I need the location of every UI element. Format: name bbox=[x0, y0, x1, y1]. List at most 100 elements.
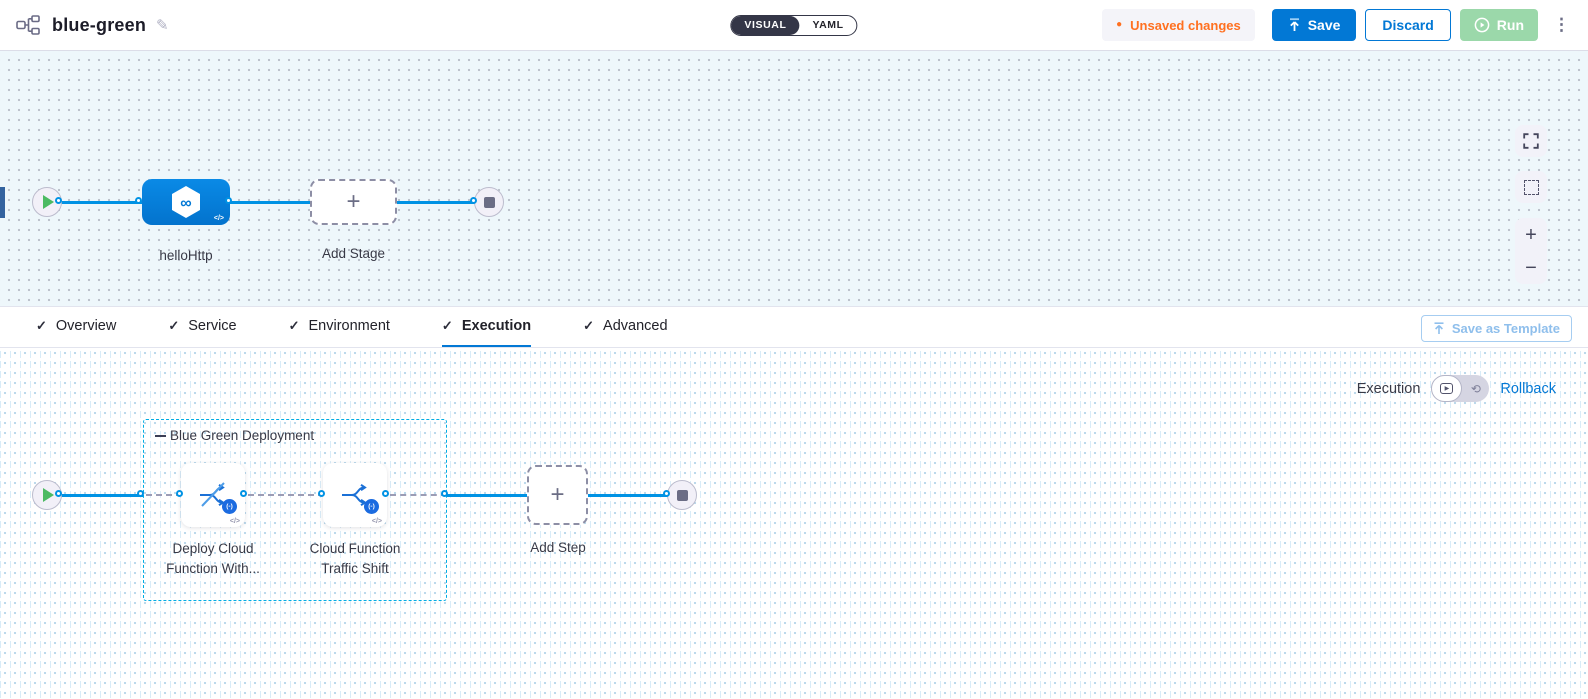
exec-wire bbox=[47, 494, 143, 497]
marquee-select-icon bbox=[1523, 179, 1539, 195]
execution-rollback-toggle[interactable]: ▶ ⟲ bbox=[1431, 375, 1490, 402]
stage-wire bbox=[47, 201, 476, 204]
execution-canvas[interactable]: Execution ▶ ⟲ Rollback Blue Green Deploy… bbox=[0, 348, 1588, 699]
plus-icon: + bbox=[346, 188, 361, 215]
stop-icon bbox=[676, 489, 688, 501]
port bbox=[470, 196, 477, 204]
more-options-icon[interactable]: ⋮ bbox=[1553, 15, 1570, 34]
tab-label: Environment bbox=[308, 318, 390, 334]
toggle-yaml[interactable]: YAML bbox=[812, 19, 844, 31]
add-stage-button[interactable]: + bbox=[310, 179, 397, 225]
toggle-execution-segment[interactable]: ▶ bbox=[1431, 375, 1463, 402]
exec-wire-dashed bbox=[248, 494, 324, 496]
execution-end-node bbox=[667, 480, 697, 510]
run-button[interactable]: Run bbox=[1459, 9, 1538, 41]
zoom-in-button[interactable]: + bbox=[1525, 223, 1537, 246]
save-as-template-label: Save as Template bbox=[1451, 321, 1560, 336]
pipeline-icon bbox=[16, 14, 42, 36]
step-card-deploy-cloud-function[interactable]: (-) </> bbox=[181, 463, 245, 527]
port bbox=[137, 489, 144, 497]
toggle-rollback-segment[interactable]: ⟲ bbox=[1462, 382, 1489, 396]
tab-environment[interactable]: ✓ Environment bbox=[289, 307, 390, 347]
add-step-label: Add Step bbox=[530, 540, 586, 555]
port bbox=[55, 196, 62, 204]
cloud-functions-badge-icon: (-) bbox=[364, 499, 379, 514]
port bbox=[318, 489, 325, 497]
step-label: Cloud Function Traffic Shift bbox=[288, 539, 422, 579]
rollback-arrow-icon: ⟲ bbox=[1470, 381, 1481, 396]
step-group-blue-green[interactable]: Blue Green Deployment bbox=[143, 419, 447, 601]
step-label-line1: Cloud Function bbox=[309, 541, 401, 556]
start-play-icon bbox=[43, 195, 54, 209]
stage-tabbar: ✓ Overview ✓ Service ✓ Environment ✓ Exe… bbox=[0, 306, 1588, 348]
port bbox=[135, 196, 142, 204]
fullscreen-button[interactable] bbox=[1515, 125, 1547, 157]
rollback-link[interactable]: Rollback bbox=[1500, 380, 1556, 397]
unsaved-changes-label: Unsaved changes bbox=[1130, 17, 1241, 33]
check-icon: ✓ bbox=[36, 318, 47, 333]
execution-mode-row: Execution ▶ ⟲ Rollback bbox=[1357, 375, 1556, 402]
tab-advanced[interactable]: ✓ Advanced bbox=[583, 307, 667, 347]
stage-canvas[interactable]: ∞ </> helloHttp + Add Stage + − bbox=[0, 51, 1588, 306]
code-icon: </> bbox=[229, 518, 240, 525]
upload-icon bbox=[1434, 322, 1444, 334]
zoom-controls: + − bbox=[1515, 218, 1547, 284]
add-step-button[interactable]: + bbox=[527, 465, 588, 525]
unsaved-dot-icon: ● bbox=[1116, 19, 1123, 30]
offscreen-node-strip bbox=[0, 187, 5, 218]
tab-label: Overview bbox=[55, 318, 117, 334]
port bbox=[441, 489, 448, 497]
port bbox=[382, 489, 389, 497]
visual-yaml-toggle: VISUAL YAML bbox=[730, 14, 858, 36]
execution-mode-label: Execution bbox=[1356, 380, 1421, 397]
run-play-icon bbox=[1474, 17, 1490, 33]
code-icon: </> bbox=[371, 518, 382, 525]
stage-card-hellohttp[interactable]: ∞ </> bbox=[142, 179, 230, 225]
fullscreen-icon bbox=[1523, 133, 1539, 149]
discard-button[interactable]: Discard bbox=[1365, 9, 1451, 41]
page-title: blue-green bbox=[52, 14, 147, 35]
tab-label: Advanced bbox=[603, 318, 668, 334]
tab-service[interactable]: ✓ Service bbox=[168, 307, 236, 347]
header-actions: ● Unsaved changes Save Discard Run bbox=[1102, 9, 1576, 41]
check-icon: ✓ bbox=[168, 318, 180, 333]
port bbox=[240, 489, 247, 497]
header: blue-green ✎ VISUAL YAML ● Unsaved chang… bbox=[0, 0, 1588, 51]
check-icon: ✓ bbox=[441, 318, 453, 333]
save-as-template-button[interactable]: Save as Template bbox=[1420, 315, 1572, 342]
tab-execution[interactable]: ✓ Execution bbox=[441, 307, 532, 347]
cloud-functions-badge-icon: (-) bbox=[222, 499, 237, 514]
step-label-line2: Function With... bbox=[166, 561, 260, 576]
discard-label: Discard bbox=[1382, 17, 1434, 33]
port bbox=[176, 489, 183, 497]
execution-phase-icon: ▶ bbox=[1440, 383, 1454, 394]
edit-pipeline-name-icon[interactable]: ✎ bbox=[156, 17, 169, 34]
unsaved-changes-badge: ● Unsaved changes bbox=[1102, 9, 1255, 41]
exec-wire-dashed bbox=[146, 494, 182, 496]
stop-icon bbox=[483, 196, 495, 208]
step-group-label-row: Blue Green Deployment bbox=[155, 428, 314, 443]
port bbox=[55, 489, 62, 497]
save-button[interactable]: Save bbox=[1271, 9, 1357, 41]
start-play-icon bbox=[43, 488, 54, 502]
toggle-visual[interactable]: VISUAL bbox=[731, 15, 800, 35]
save-label: Save bbox=[1307, 17, 1341, 33]
step-label-line2: Traffic Shift bbox=[321, 561, 389, 576]
collapse-dash-icon[interactable] bbox=[155, 434, 166, 437]
step-card-traffic-shift[interactable]: (-) </> bbox=[323, 463, 387, 527]
check-icon: ✓ bbox=[288, 318, 300, 333]
tab-overview[interactable]: ✓ Overview bbox=[36, 307, 116, 347]
port bbox=[225, 196, 232, 204]
zoom-out-button[interactable]: − bbox=[1525, 256, 1537, 279]
exec-wire-dashed bbox=[390, 494, 447, 496]
run-label: Run bbox=[1496, 17, 1524, 33]
stage-name-label: helloHttp bbox=[159, 248, 213, 263]
step-label-line1: Deploy Cloud bbox=[172, 541, 254, 556]
port bbox=[663, 489, 670, 497]
add-stage-label: Add Stage bbox=[321, 246, 386, 261]
multi-select-button[interactable] bbox=[1515, 171, 1547, 203]
tab-label: Execution bbox=[461, 318, 532, 334]
check-icon: ✓ bbox=[583, 318, 595, 333]
step-group-label: Blue Green Deployment bbox=[170, 428, 315, 443]
